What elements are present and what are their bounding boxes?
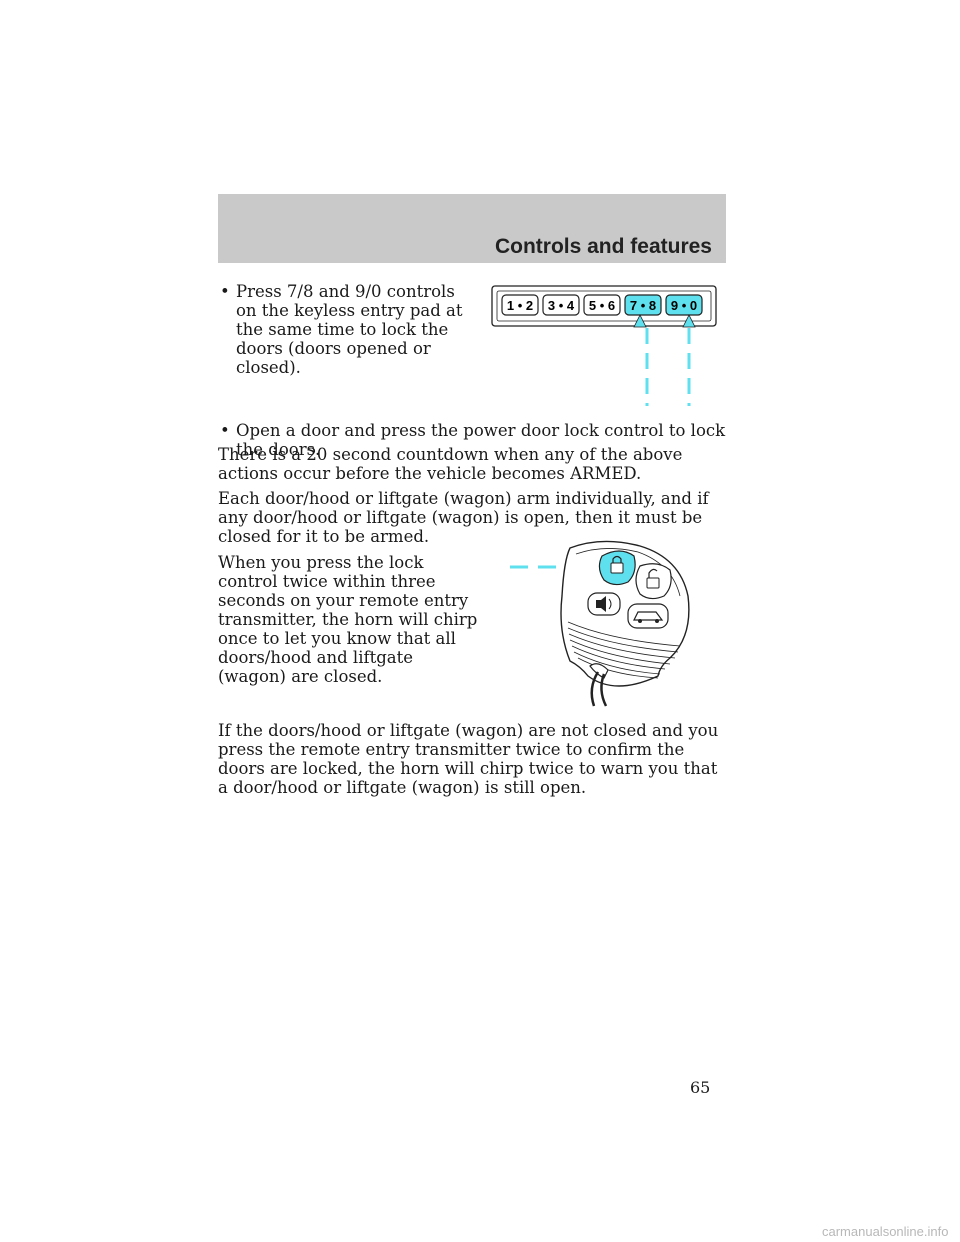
keypad-figure: 1 • 2 3 • 4 5 • 6 7 • 8 9 • 0 xyxy=(491,285,717,406)
watermark: carmanualsonline.info xyxy=(822,1224,949,1239)
lock-icon xyxy=(610,562,624,574)
keypad-key-label: 5 • 6 xyxy=(589,298,615,313)
keypad-key-label: 3 • 4 xyxy=(548,298,575,313)
paragraph-horn-chirp-once: When you press the lock control twice wi… xyxy=(218,553,478,686)
unlock-icon xyxy=(646,577,660,589)
bullet-text-power-lock: Open a door and press the power door loc… xyxy=(236,421,726,459)
bullet-marker: • xyxy=(220,421,230,440)
keypad-key-1-2: 1 • 2 xyxy=(501,294,539,316)
keypad-key-7-8: 7 • 8 xyxy=(624,294,662,316)
remote-panic-button xyxy=(587,592,621,616)
remote-unlock-button xyxy=(635,563,672,600)
car-icon xyxy=(633,611,664,621)
paragraph-horn-chirp-twice: If the doors/hood or liftgate (wagon) ar… xyxy=(218,721,719,797)
keypad-key-3-4: 3 • 4 xyxy=(542,294,580,316)
horn-icon xyxy=(596,596,606,612)
bullet-text-keypad-lock: Press 7/8 and 9/0 controls on the keyles… xyxy=(236,282,463,377)
bullet-marker: • xyxy=(220,282,230,301)
paragraph-countdown: There is a 20 second countdown when any … xyxy=(218,445,683,483)
section-header-band: Controls and features xyxy=(218,194,726,263)
remote-liftgate-button xyxy=(627,603,669,629)
remote-grip-lines xyxy=(567,621,681,679)
callout-arrow-7-8 xyxy=(633,314,649,406)
callout-arrow-9-0 xyxy=(682,314,696,406)
paragraph-arming: Each door/hood or liftgate (wagon) arm i… xyxy=(218,489,709,546)
remote-transmitter-figure xyxy=(510,540,690,707)
remote-lock-button xyxy=(598,550,636,586)
keypad-key-9-0: 9 • 0 xyxy=(665,294,703,316)
keypad-key-label: 7 • 8 xyxy=(630,298,656,313)
section-title: Controls and features xyxy=(494,235,712,258)
keypad-key-label: 9 • 0 xyxy=(671,298,697,313)
page-number: 65 xyxy=(690,1078,711,1097)
keypad-key-5-6: 5 • 6 xyxy=(583,294,621,316)
remote-key-ring xyxy=(589,663,609,707)
keypad-key-label: 1 • 2 xyxy=(507,298,533,313)
